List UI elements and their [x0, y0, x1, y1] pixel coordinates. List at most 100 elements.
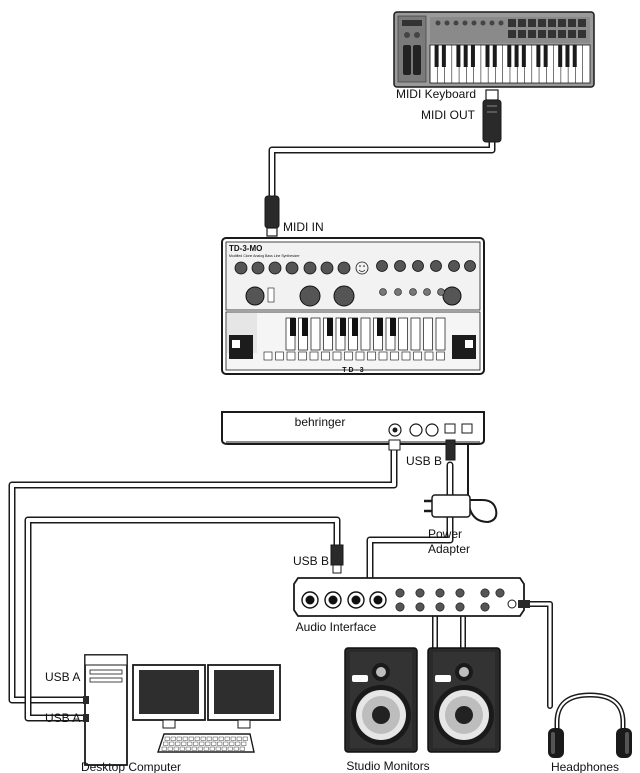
black-key [470, 45, 475, 67]
step-key-black [390, 318, 396, 336]
step-button [286, 351, 296, 361]
black-key [434, 45, 439, 67]
computer-key [199, 741, 205, 746]
computer-key [206, 736, 212, 741]
xlr-input-core [373, 595, 383, 605]
studio-monitor-left [344, 647, 418, 753]
step-button [321, 351, 330, 361]
computer-key [211, 741, 217, 746]
step-key-black [302, 318, 308, 336]
computer-key [236, 736, 242, 741]
interface-headphone-jack [507, 599, 517, 609]
step-key-black [377, 318, 383, 336]
computer-key [169, 741, 175, 746]
knob [251, 261, 265, 275]
midi-keyboard-label: MIDI Keyboard [396, 87, 476, 101]
knob [395, 602, 405, 612]
computer-key [239, 746, 245, 751]
black-key [441, 45, 446, 67]
behringer-dock: behringer [221, 411, 485, 445]
black-key [463, 45, 468, 67]
knob [435, 588, 445, 598]
computer-key [205, 741, 211, 746]
synth-knobs-mid-row [245, 285, 462, 307]
knob [455, 602, 465, 612]
knob [303, 261, 317, 275]
audio-interface [293, 577, 530, 617]
xlr-input-core [351, 595, 361, 605]
computer-key [164, 736, 170, 741]
computer-key [185, 746, 191, 751]
power-cable [467, 439, 498, 523]
computer-key [161, 746, 167, 751]
black-key [456, 45, 461, 67]
black-key [572, 45, 577, 67]
headphones-label: Headphones [551, 760, 619, 773]
computer-key [221, 746, 227, 751]
step-key [410, 317, 421, 351]
computer-key [215, 746, 221, 751]
cables [8, 138, 553, 722]
knob [435, 602, 445, 612]
step-button [309, 351, 319, 361]
computer-key [167, 746, 173, 751]
large-knob [299, 285, 321, 307]
midi-out-plug [482, 89, 502, 143]
midi-in-plug [264, 195, 280, 237]
computer-keyboard-keys [161, 736, 248, 751]
knob [320, 261, 334, 275]
knob [395, 588, 405, 598]
knob [480, 602, 490, 612]
knob [415, 602, 425, 612]
knob [430, 260, 442, 272]
dock-midi-port [409, 423, 423, 437]
usb-b-interface-label: USB B [293, 554, 329, 568]
knob [268, 261, 282, 275]
knob [412, 260, 424, 272]
usb-b-interface-plug [330, 544, 344, 574]
step-button [413, 351, 422, 361]
small-knob [437, 288, 445, 296]
smiley-icon [355, 261, 369, 275]
black-key [543, 45, 548, 67]
computer-key [193, 741, 199, 746]
computer-key [241, 741, 247, 746]
black-key [558, 45, 563, 67]
step-key [423, 317, 433, 351]
step-button [401, 351, 411, 361]
keyboard-keys [429, 45, 583, 83]
midi-out-label: MIDI OUT [421, 108, 476, 122]
synth-footer-logo: T D - 3 [342, 367, 363, 374]
power-adapter-label-2: Adapter [428, 542, 470, 556]
midi-in-label: MIDI IN [283, 220, 324, 234]
computer-key [230, 736, 236, 741]
audio-interface-label: Audio Interface [296, 620, 377, 634]
computer-key [203, 746, 209, 751]
computer-key [179, 746, 185, 751]
small-knob [379, 288, 387, 296]
step-button [298, 351, 307, 361]
usb-a-label-1: USB A [45, 670, 80, 684]
computer-key [218, 736, 224, 741]
computer-key [217, 741, 223, 746]
computer-key [235, 741, 241, 746]
step-key-black [352, 318, 358, 336]
computer-key [182, 736, 188, 741]
computer-key [163, 741, 169, 746]
td3-synthesizer: TD-3-MO Modified Clone Analog Bass Line … [221, 237, 485, 375]
computer-key [209, 746, 215, 751]
computer-key [175, 741, 181, 746]
computer-key [223, 741, 229, 746]
computer-key [242, 736, 248, 741]
large-knob [333, 285, 355, 307]
computer-key [188, 736, 194, 741]
step-button [332, 351, 342, 361]
computer-key [224, 736, 230, 741]
power-adapter [424, 494, 471, 518]
knob [464, 260, 476, 272]
computer-key [229, 741, 235, 746]
large-knob [442, 286, 462, 306]
step-button [275, 351, 284, 361]
interface-xlr-inputs [301, 591, 387, 609]
